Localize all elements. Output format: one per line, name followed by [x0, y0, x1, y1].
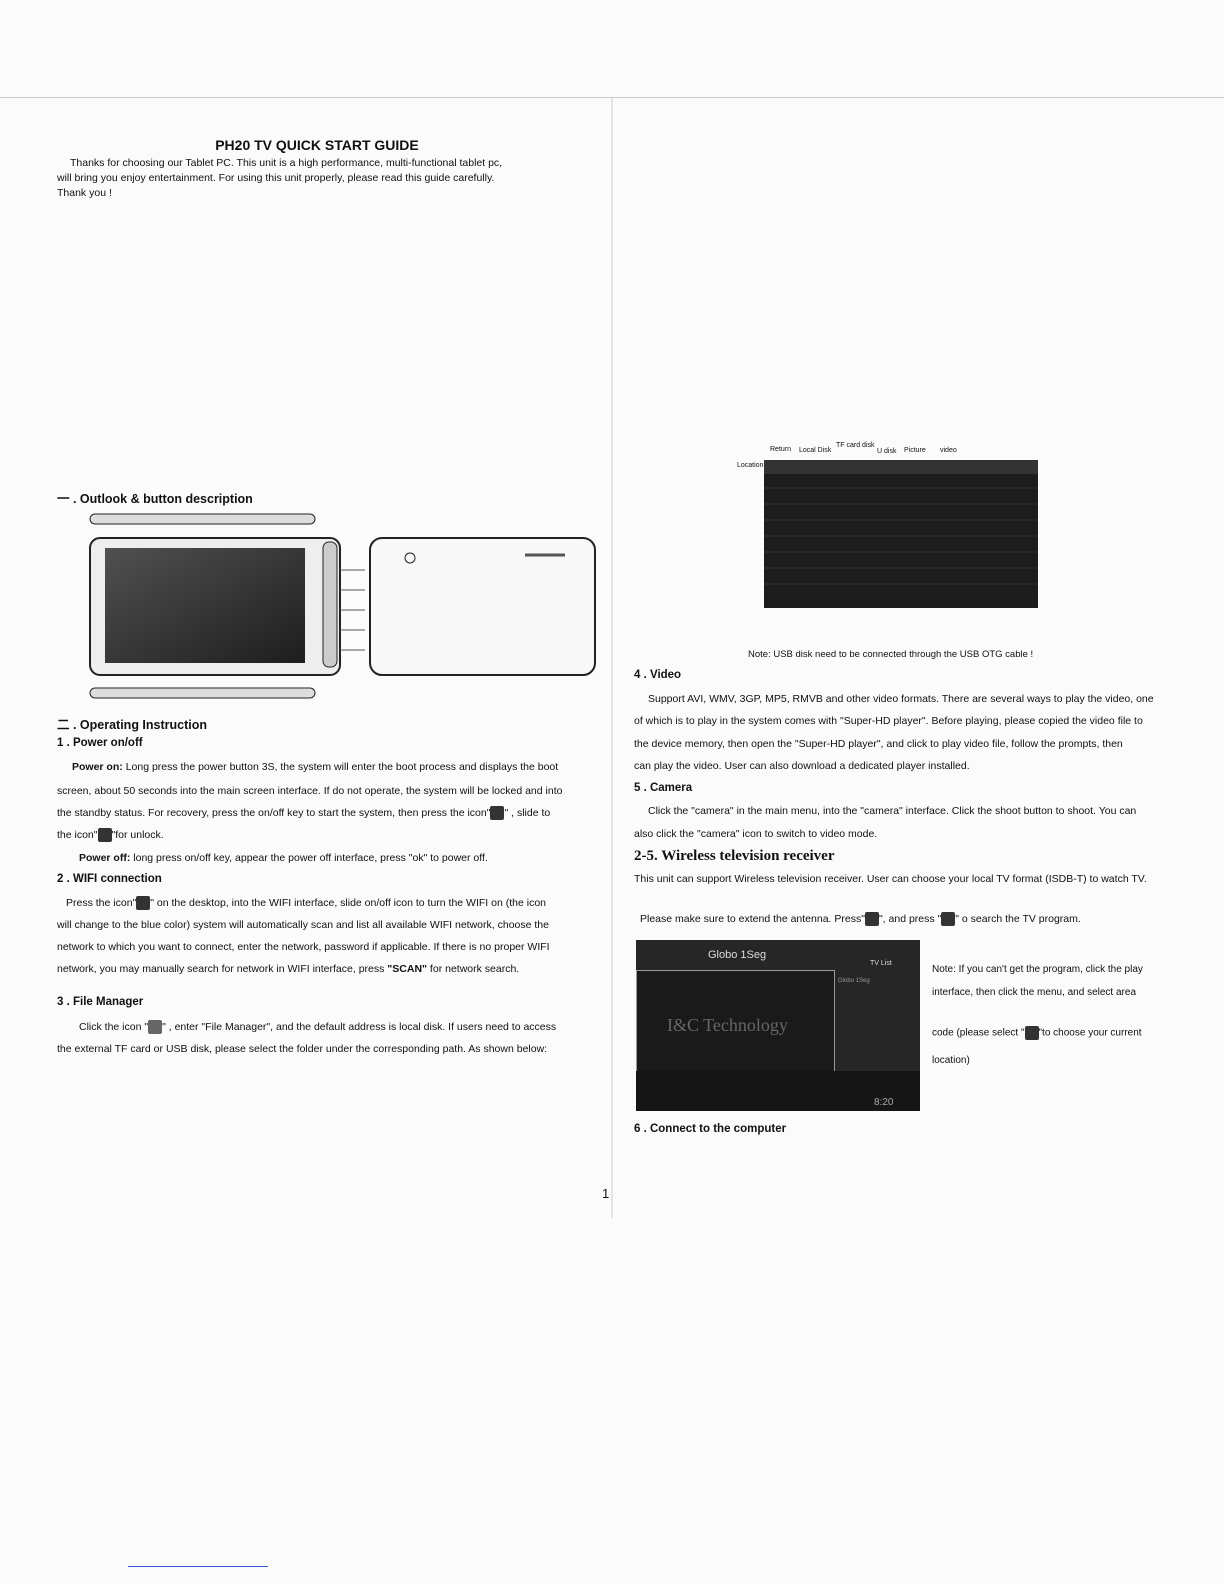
search-icon: [941, 912, 956, 927]
tv-clock: 8:20: [874, 1097, 894, 1108]
power-heading: 1 . Power on/off: [57, 737, 143, 749]
power-line-3a: the standby status. For recovery, press …: [57, 807, 491, 819]
scan-fold-line: [0, 97, 1224, 98]
tablet-outlook-diagram: [89, 513, 596, 699]
wifi-scan-label: "SCAN": [387, 963, 428, 975]
section-outlook-heading: 一 . Outlook & button description: [57, 492, 253, 506]
tv-screenshot: Globo 1Seg TV List Globo 1Seg I&C Techno…: [636, 940, 920, 1111]
fm-label-picture: Picture: [904, 447, 926, 454]
unlock-icon: [97, 828, 112, 843]
tv-list-item: Globo 1Seg: [838, 978, 870, 984]
fm-file-rows: [764, 487, 1038, 585]
wifi-line-2: will change to the blue color) system wi…: [57, 919, 549, 931]
tv-antenna-b: ", and press ": [878, 913, 942, 925]
file-manager-heading: 3 . File Manager: [57, 996, 144, 1008]
wifi-settings-icon: [136, 896, 151, 911]
power-line-3: the standby status. For recovery, press …: [57, 806, 551, 821]
intro-line-1: Thanks for choosing our Tablet PC. This …: [70, 157, 503, 169]
tv-note-line-3b: "to choose your current: [1038, 1027, 1142, 1039]
tv-video-area: I&C Technology: [636, 970, 835, 1072]
camera-heading: 5 . Camera: [634, 782, 693, 794]
intro-line-3: Thank you !: [57, 187, 112, 199]
camera-line-1: Click the "camera" in the main menu, int…: [648, 805, 1137, 817]
usb-note: Note: USB disk need to be connected thro…: [748, 649, 1034, 660]
power-off-text: long press on/off key, appear the power …: [133, 852, 488, 864]
wifi-heading: 2 . WIFI connection: [57, 873, 162, 885]
power-off-line: Power off: long press on/off key, appear…: [79, 851, 488, 865]
power-line-2: screen, about 50 seconds into the main s…: [57, 785, 563, 797]
page-gutter: [611, 98, 613, 1218]
file-manager-line-1b: " , enter "File Manager", and the defaul…: [162, 1021, 557, 1033]
file-manager-line-1a: Click the icon ": [79, 1021, 149, 1033]
section-operating-heading: 二 . Operating Instruction: [57, 718, 208, 732]
tv-note-line-1: Note: If you can't get the program, clic…: [932, 964, 1143, 975]
power-line-4b: "for unlock.: [111, 829, 164, 841]
intro-line-2: will bring you enjoy entertainment. For …: [57, 172, 495, 184]
video-heading: 4 . Video: [634, 669, 682, 681]
tv-heading: 2-5. Wireless television receiver: [634, 848, 835, 864]
file-manager-screenshot: [764, 460, 1038, 608]
wifi-line-4b: for network search.: [427, 963, 520, 975]
tv-note-line-2: interface, then click the menu, and sele…: [932, 987, 1137, 998]
fm-label-u-disk: U disk: [877, 448, 897, 455]
tv-note-line-3a: code (please select ": [932, 1027, 1025, 1039]
wifi-line-4: network, you may manually search for net…: [57, 962, 519, 976]
lock-icon: [490, 806, 505, 821]
connect-heading: 6 . Connect to the computer: [634, 1123, 787, 1135]
tv-channel-name: Globo 1Seg: [708, 949, 767, 961]
tv-app-icon: [864, 912, 879, 927]
fm-label-return: Return: [770, 446, 792, 453]
fm-label-tf-card: TF card disk: [836, 442, 875, 449]
wifi-line-1a: Press the icon": [66, 897, 137, 909]
tv-control-bar: 8:20: [636, 1071, 920, 1111]
power-on-label: Power on:: [72, 761, 123, 773]
scan-blue-line: [128, 1566, 268, 1567]
fm-label-video: video: [940, 447, 957, 454]
wifi-line-3: network to which you want to connect, en…: [57, 941, 550, 953]
tv-list-label: TV List: [870, 960, 892, 967]
file-manager-icon: [148, 1020, 163, 1035]
fm-label-local-disk: Local Disk: [799, 447, 832, 454]
power-on-line-1: Power on: Long press the power button 3S…: [72, 760, 558, 774]
tv-note-line-4: location): [932, 1055, 970, 1066]
fm-label-location: Location: [737, 462, 764, 469]
power-line-4a: the icon": [57, 829, 98, 841]
tv-antenna-c: " o search the TV program.: [955, 913, 1081, 925]
power-line-4: the icon" "for unlock.: [57, 828, 164, 843]
tv-antenna-a: Please make sure to extend the antenna. …: [640, 913, 865, 925]
file-manager-line-2: the external TF card or USB disk, please…: [57, 1043, 548, 1055]
video-line-4: can play the video. User can also downlo…: [634, 760, 970, 772]
fm-toolbar: [764, 460, 1038, 474]
page-title: PH20 TV QUICK START GUIDE: [215, 137, 419, 153]
video-line-2: of which is to play in the system comes …: [634, 715, 1143, 727]
video-line-1: Support AVI, WMV, 3GP, MP5, RMVB and oth…: [648, 693, 1154, 705]
wifi-line-1: Press the icon" " on the desktop, into th…: [66, 896, 547, 911]
wifi-line-1b: " on the desktop, into the WIFI interfac…: [150, 897, 547, 909]
tv-watermark: I&C Technology: [667, 1015, 788, 1035]
power-off-label: Power off:: [79, 852, 131, 864]
tv-note-line-3: code (please select " "to choose your cur…: [932, 1026, 1142, 1041]
tv-antenna-line: Please make sure to extend the antenna. …: [640, 912, 1081, 927]
power-on-text: Long press the power button 3S, the syst…: [125, 761, 559, 773]
video-line-3: the device memory, then open the "Super-…: [634, 738, 1123, 750]
power-line-3b: " , slide to: [504, 807, 551, 819]
page-number: 1: [602, 1186, 610, 1201]
tv-line-1: This unit can support Wireless televisio…: [634, 873, 1147, 885]
wifi-line-4a: network, you may manually search for net…: [57, 963, 388, 975]
gear-icon: [1024, 1026, 1039, 1040]
camera-line-2: also click the "camera" icon to switch t…: [634, 828, 878, 840]
file-manager-line-1: Click the icon " " , enter "File Manager"…: [79, 1020, 557, 1035]
